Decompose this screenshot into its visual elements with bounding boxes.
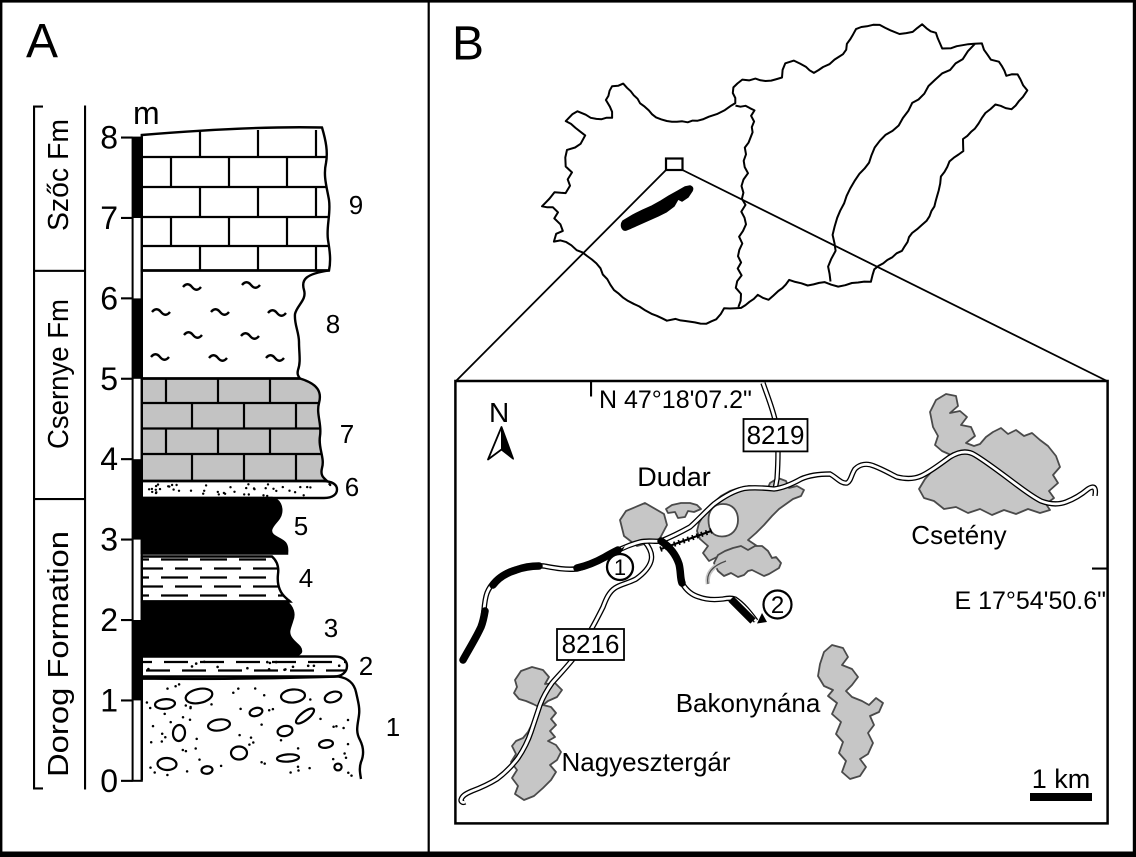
svg-text:7: 7 (100, 200, 118, 236)
svg-text:2: 2 (359, 651, 373, 681)
svg-text:Csernye Fm: Csernye Fm (43, 299, 75, 449)
svg-text:Bakonynána: Bakonynána (676, 688, 821, 718)
svg-text:A: A (26, 15, 58, 68)
svg-text:N 47°18'07.2": N 47°18'07.2" (599, 386, 752, 414)
svg-text:6: 6 (345, 472, 359, 502)
svg-text:2: 2 (100, 602, 118, 638)
svg-text:1 km: 1 km (1032, 764, 1091, 794)
svg-text:2: 2 (771, 592, 784, 619)
svg-text:4: 4 (299, 563, 313, 593)
svg-text:B: B (452, 18, 484, 71)
svg-text:1: 1 (386, 712, 400, 742)
svg-text:1: 1 (614, 555, 626, 580)
svg-text:4: 4 (100, 441, 118, 477)
svg-text:6: 6 (100, 280, 118, 316)
svg-text:7: 7 (340, 419, 354, 449)
svg-text:Nagyesztergár: Nagyesztergár (561, 747, 730, 777)
svg-text:8216: 8216 (562, 629, 620, 659)
svg-text:3: 3 (324, 613, 338, 643)
svg-text:Szőc Fm: Szőc Fm (43, 119, 75, 231)
svg-text:8: 8 (326, 309, 340, 339)
svg-text:5: 5 (100, 361, 118, 397)
svg-text:m: m (133, 95, 160, 131)
svg-text:Csetény: Csetény (911, 520, 1006, 550)
svg-text:N: N (489, 397, 509, 428)
svg-text:8: 8 (100, 120, 118, 156)
svg-text:3: 3 (100, 522, 118, 558)
svg-text:Dorog Formation: Dorog Formation (43, 531, 75, 777)
svg-text:0: 0 (100, 763, 118, 799)
svg-text:1: 1 (100, 682, 118, 718)
svg-text:5: 5 (294, 511, 308, 541)
svg-text:9: 9 (349, 190, 363, 220)
svg-text:Dudar: Dudar (637, 462, 711, 492)
svg-text:8219: 8219 (747, 420, 805, 450)
svg-text:E 17°54'50.6": E 17°54'50.6" (954, 587, 1106, 615)
